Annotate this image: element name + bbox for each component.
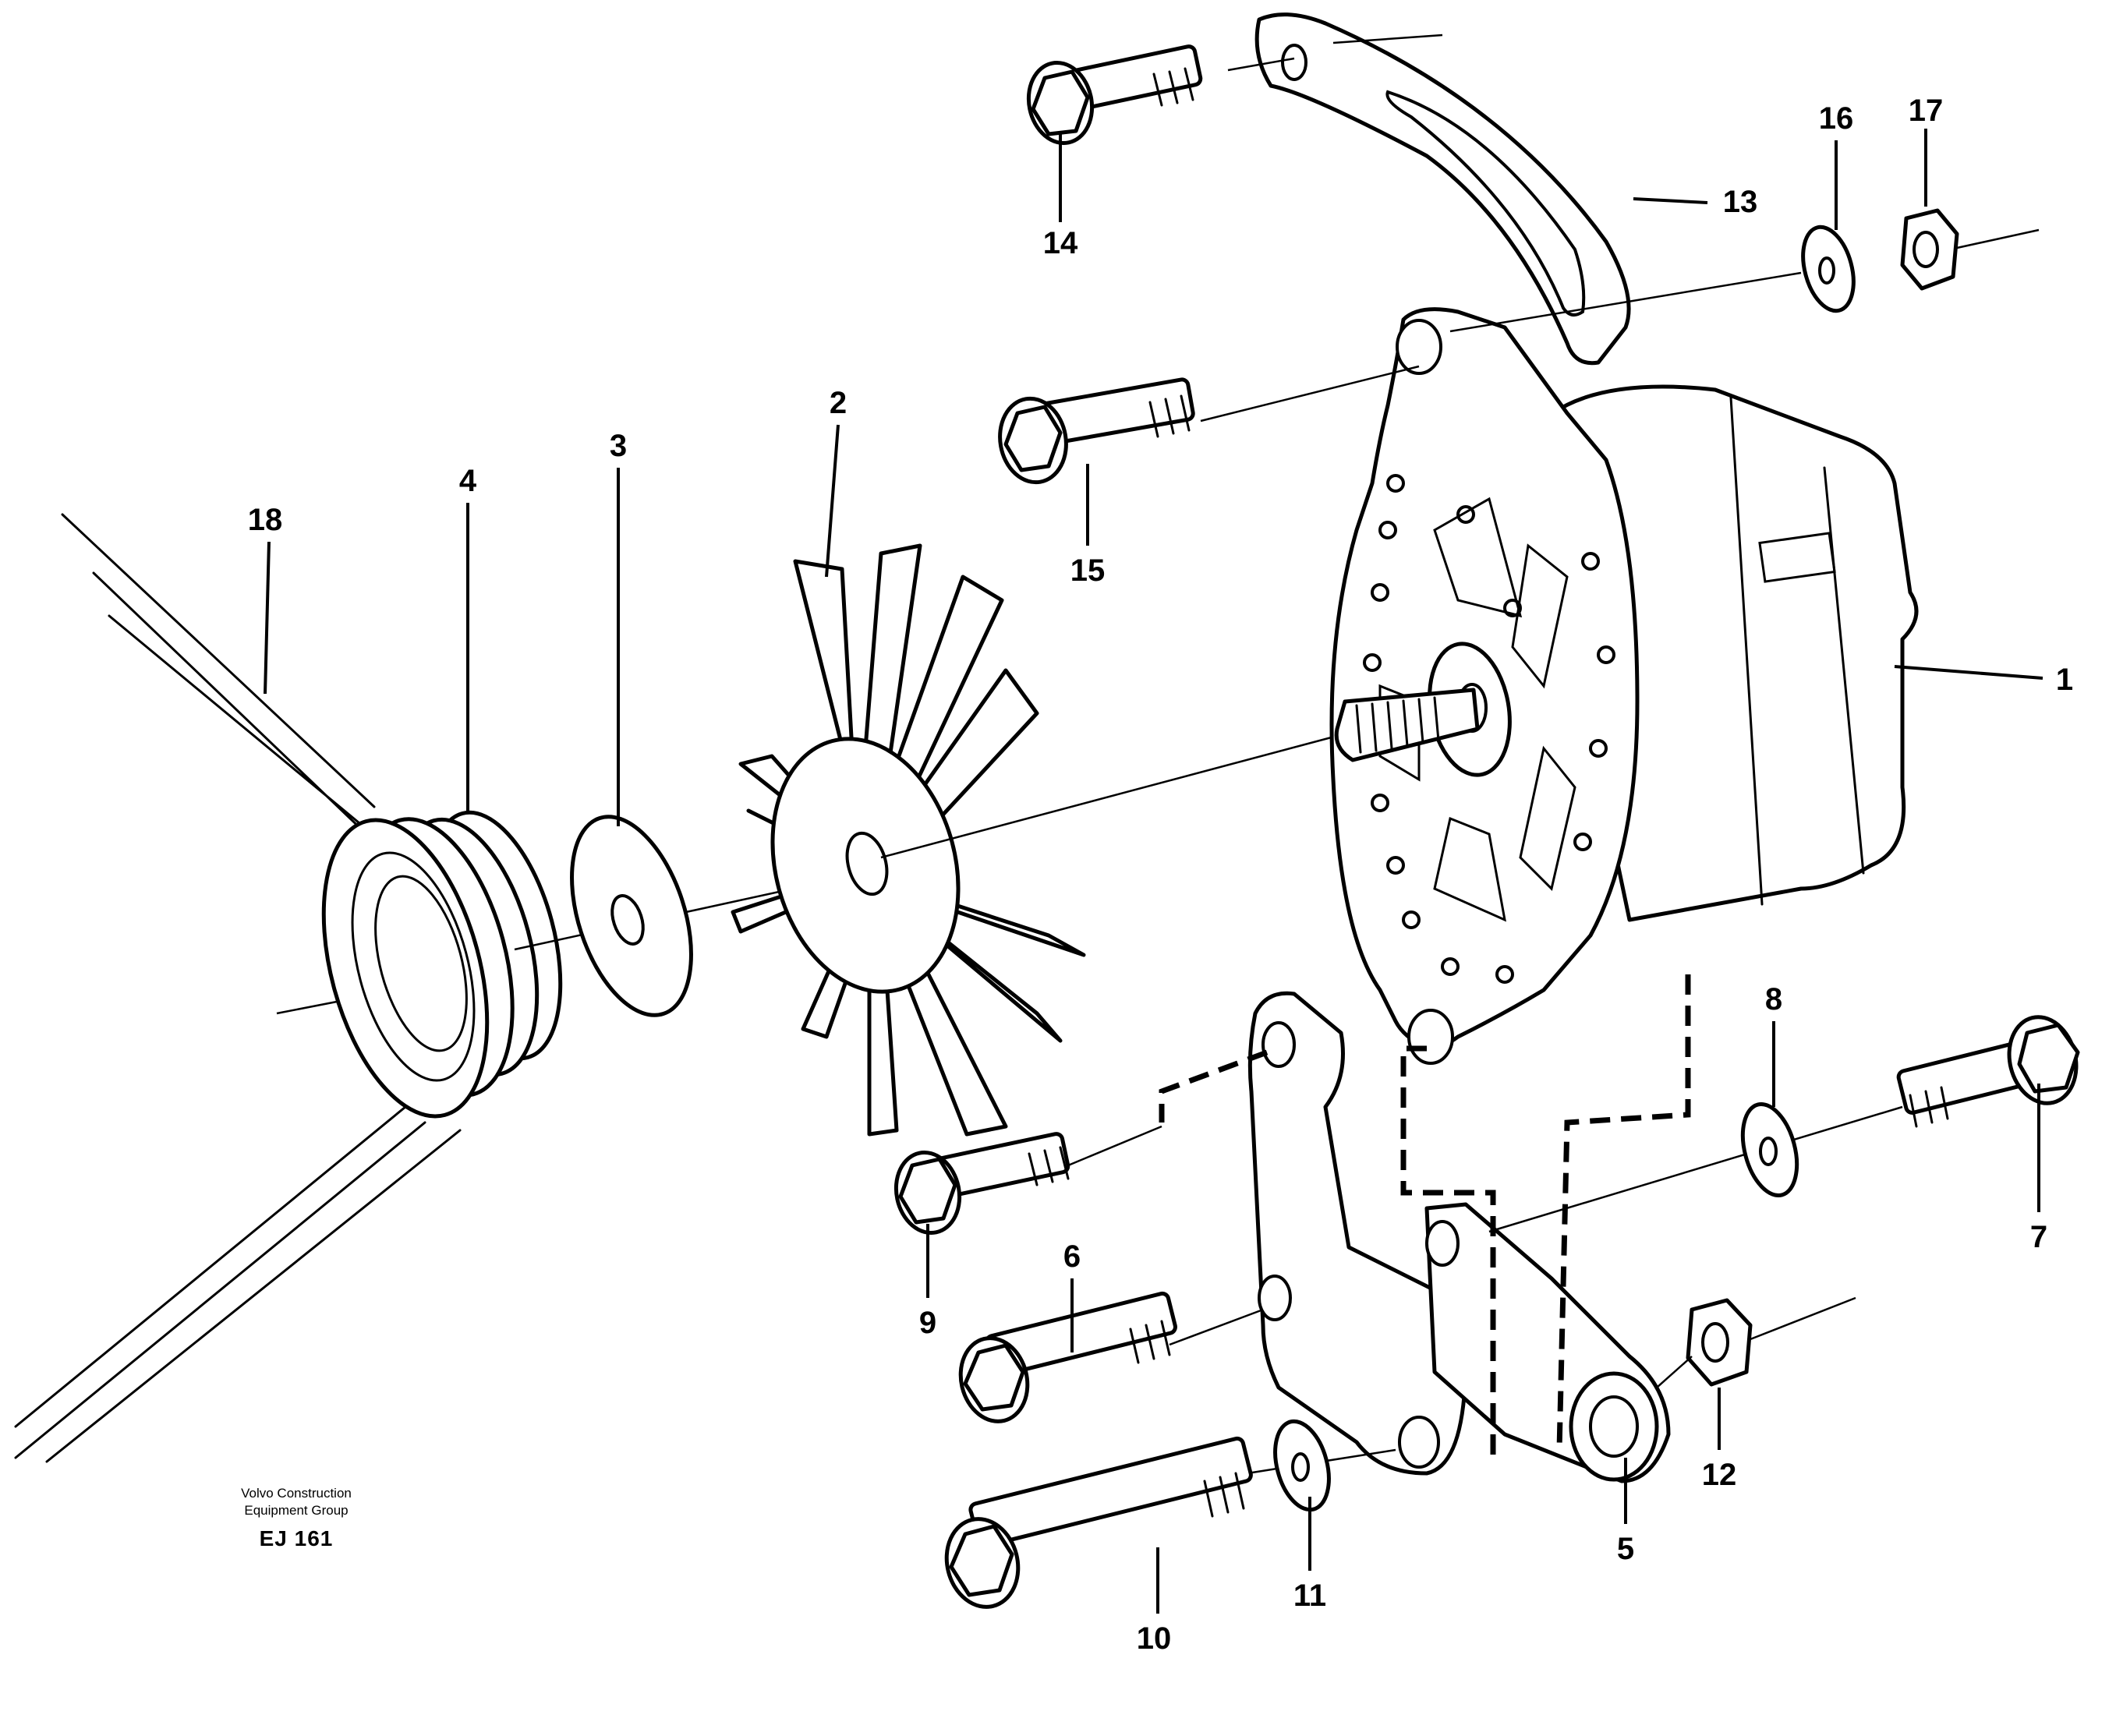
callout-18: 18 [248,503,283,537]
belt-pulley [276,810,563,1119]
washer-11 [1273,1419,1331,1512]
callout-16: 16 [1819,101,1854,136]
callout-numbers: 1 2 3 4 5 6 7 8 9 10 11 12 13 14 15 16 1… [248,94,2073,1656]
nut-17 [1900,208,2040,291]
callout-10: 10 [1137,1621,1172,1656]
bolt-7 [1488,1015,2080,1233]
callout-5: 5 [1617,1532,1634,1566]
callout-6: 6 [1063,1239,1081,1274]
pulley-washer [514,815,858,1017]
callout-12: 12 [1702,1458,1737,1492]
callout-15: 15 [1070,553,1106,588]
alternator [1329,307,1919,1065]
callout-2: 2 [830,386,847,420]
mounting-bracket [1247,991,1671,1483]
callout-17: 17 [1909,94,1944,128]
callout-4: 4 [459,464,477,498]
bolt-10 [944,1436,1396,1609]
publisher-credit: Volvo Construction Equipment Group EJ 16… [179,1485,413,1558]
callout-13: 13 [1723,185,1758,219]
credit-line-2: Equipment Group [244,1503,349,1518]
callout-11: 11 [1293,1579,1326,1613]
bolt-15 [998,271,1802,485]
callout-7: 7 [2030,1220,2047,1254]
washer-8 [1740,1101,1799,1198]
callout-leaders [264,129,2043,1614]
cooling-fan [731,543,1350,1137]
callout-8: 8 [1765,982,1782,1016]
bolt-14 [1026,44,1203,146]
callout-9: 9 [919,1306,936,1340]
callout-1: 1 [2056,663,2073,697]
drive-belt [14,513,462,1463]
callout-14: 14 [1043,226,1078,260]
credit-line-1: Volvo Construction [241,1486,352,1501]
nut-12 [1656,1296,1856,1388]
callout-3: 3 [610,429,627,463]
adjusting-arm [1227,12,1631,366]
assembly-guides [1159,974,1691,1458]
figure-code: EJ 161 [259,1526,334,1550]
washer-16 [1801,225,1856,313]
bolt-9 [893,1125,1162,1236]
bolt-6 [958,1291,1264,1423]
